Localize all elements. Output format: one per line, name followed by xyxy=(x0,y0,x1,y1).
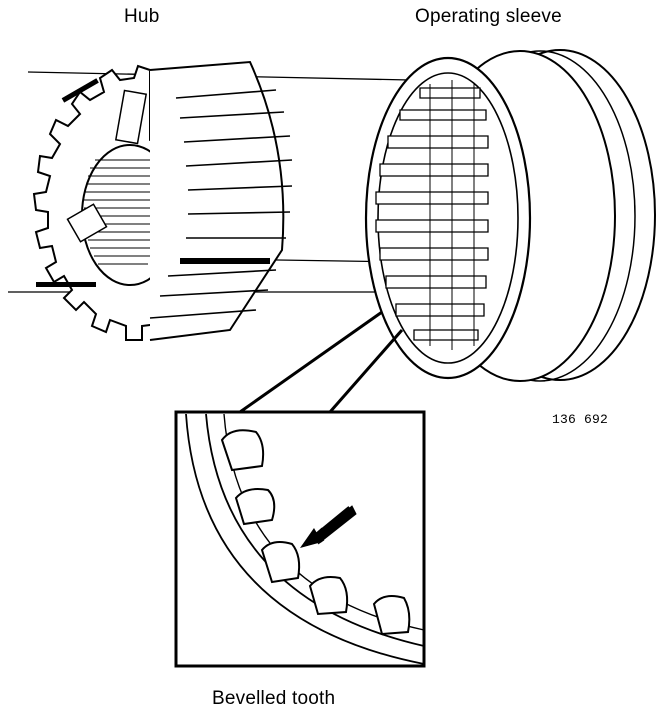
bevelled-tooth-label: Bevelled tooth xyxy=(212,688,336,709)
detail-box xyxy=(174,410,426,668)
hub-keyway-left xyxy=(66,203,108,243)
hub-label: Hub xyxy=(124,6,160,27)
hub-keyway-top xyxy=(114,89,148,145)
reference-number: 136 692 xyxy=(552,412,609,427)
detail-teeth xyxy=(220,429,411,636)
detail-tooth-4 xyxy=(308,576,349,616)
bevel-arrow-head xyxy=(300,528,322,548)
hub-shading xyxy=(36,78,270,287)
detail-tooth-3 xyxy=(260,541,301,584)
hub-body xyxy=(149,60,285,341)
operating-sleeve-label: Operating sleeve xyxy=(415,6,562,27)
sleeve-internal-teeth xyxy=(375,87,489,341)
detail-leader-lines xyxy=(239,310,404,414)
detail-tooth-2 xyxy=(234,488,276,526)
detail-tooth-5 xyxy=(372,595,411,636)
detail-ring-outer xyxy=(185,413,425,665)
hub-body-splines xyxy=(149,89,293,319)
sleeve-teeth-dividers xyxy=(429,80,475,350)
operating-sleeve xyxy=(364,49,656,382)
detail-tooth-1 xyxy=(220,429,265,472)
hub-gear xyxy=(32,60,293,341)
